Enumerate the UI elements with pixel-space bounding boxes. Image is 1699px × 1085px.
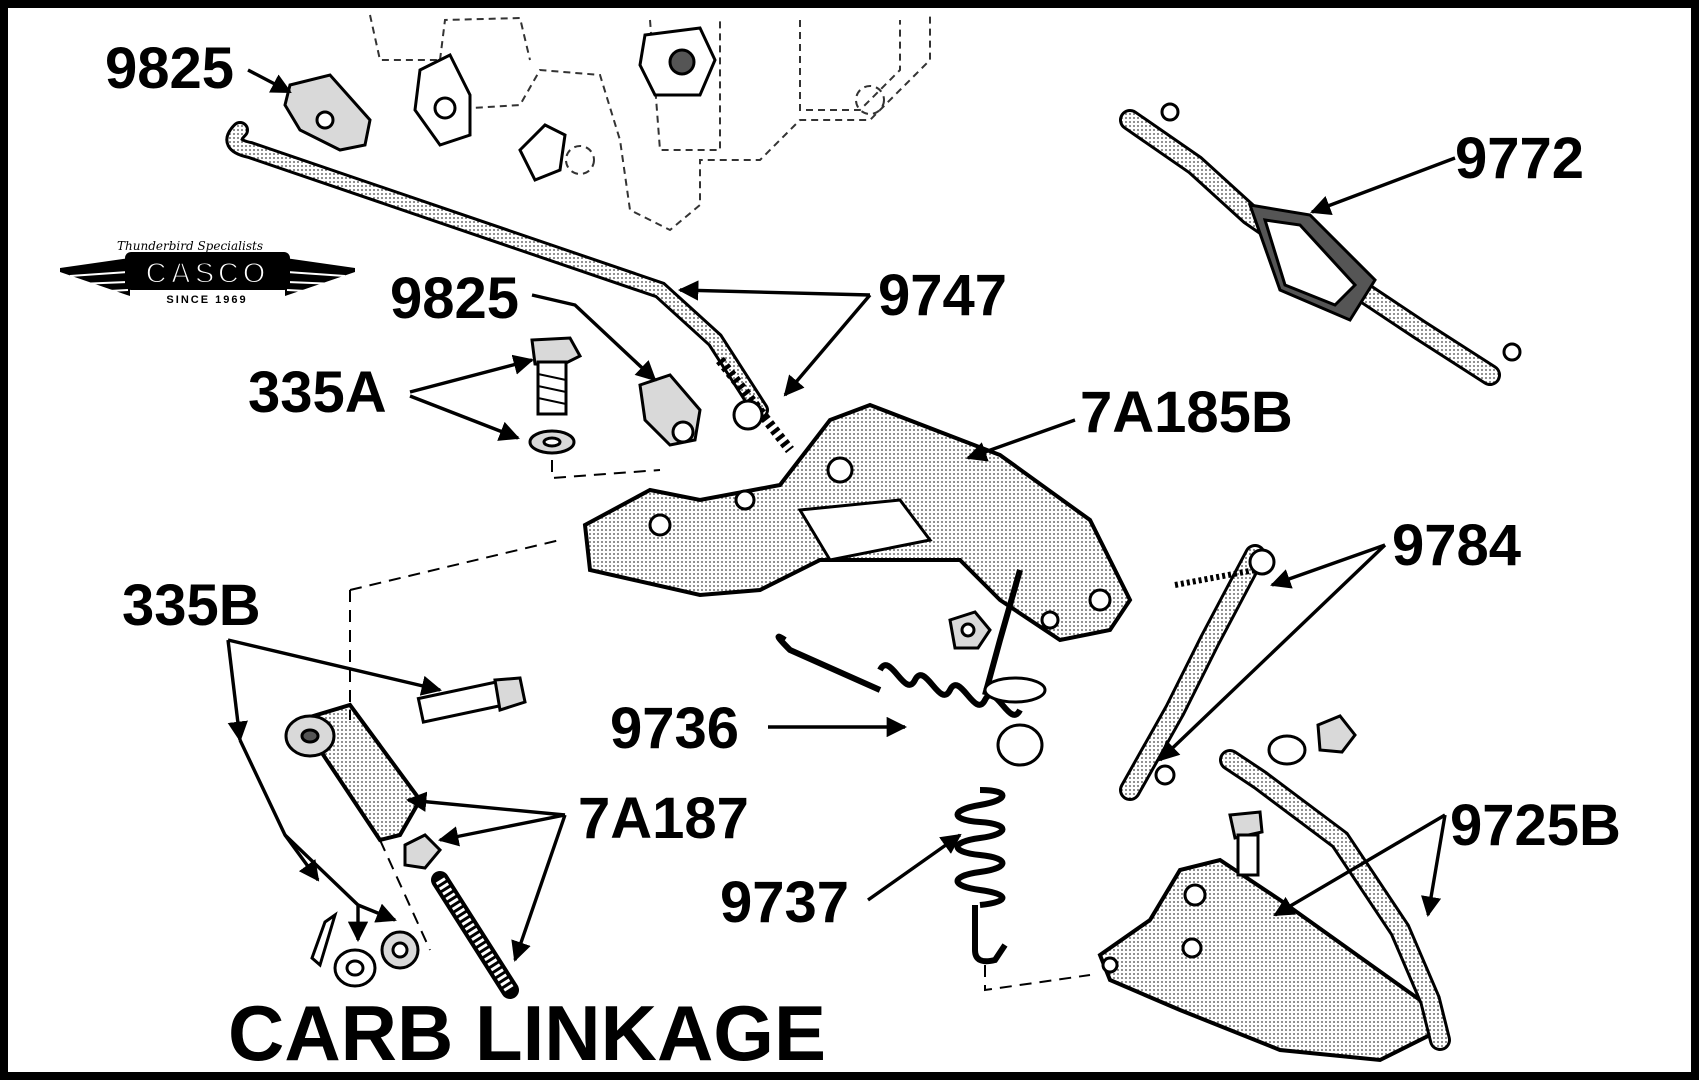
- leader-9725b-b: [1421, 814, 1447, 918]
- logo-wing-left: [60, 258, 130, 296]
- leader-9825-top: [247, 68, 292, 94]
- leader-9747-a: [677, 280, 871, 301]
- leader-335a-b: [409, 394, 520, 441]
- leader-lines: [226, 68, 1456, 962]
- leader-335b-a: [227, 638, 442, 696]
- part-labels: 9825 9772 9747 9825 335A 7A185B 9784 335…: [105, 36, 1621, 935]
- leader-9725b-a: [1273, 813, 1446, 917]
- label-335a: 335A: [248, 360, 387, 425]
- part-9825-top-clip: [283, 73, 372, 152]
- part-cotter-washers: [310, 539, 561, 988]
- label-9747: 9747: [878, 263, 1007, 328]
- part-335a-bolt: [528, 336, 661, 480]
- leader-9784-a: [1270, 543, 1386, 589]
- label-9772: 9772: [1455, 126, 1584, 191]
- leader-7a187-b: [437, 813, 566, 847]
- part-9825-mid-clip: [638, 373, 702, 447]
- carburetor-outline: [369, 14, 931, 232]
- logo-wing-right: [285, 258, 355, 296]
- part-9747-rod: [225, 121, 794, 454]
- leader-335b-e: [357, 903, 397, 923]
- label-9825-top: 9825: [105, 36, 234, 101]
- label-9825-mid: 9825: [390, 266, 519, 331]
- leader-9737: [867, 833, 962, 902]
- leader-9747-b: [783, 293, 872, 397]
- part-9736-spring: [775, 569, 1047, 767]
- logo-tagline: Thunderbird Specialists: [117, 239, 263, 253]
- leader-335a-a: [409, 354, 534, 394]
- part-7a185b-bracket: [582, 402, 1133, 643]
- label-7a187: 7A187: [578, 786, 749, 851]
- leader-7a185b: [966, 418, 1076, 462]
- label-9737: 9737: [720, 870, 849, 935]
- leader-9825-mid: [531, 293, 657, 382]
- label-7a185b: 7A185B: [1080, 380, 1293, 445]
- logo-plate: [125, 252, 290, 290]
- part-9784-rod: [1119, 544, 1276, 801]
- logo-name: CASCO: [145, 257, 268, 290]
- casco-logo: Thunderbird Specialists CASCO SINCE 1969: [60, 239, 355, 306]
- part-335b-bolt: [416, 676, 527, 724]
- leader-7a187-c: [511, 814, 567, 962]
- logo-since: SINCE 1969: [166, 294, 247, 306]
- label-335b: 335B: [122, 573, 261, 638]
- part-nut-center: [948, 610, 992, 650]
- label-9784: 9784: [1392, 513, 1521, 578]
- leader-9772: [1310, 156, 1456, 216]
- leader-335b-b: [226, 639, 248, 743]
- diagram-title: CARB LINKAGE: [228, 989, 826, 1077]
- part-7a187-socket: [284, 702, 519, 999]
- part-9725b-bracket: [1097, 714, 1451, 1063]
- leader-9784-b: [1158, 543, 1387, 762]
- label-9736: 9736: [610, 696, 739, 761]
- leader-7a187-a: [405, 791, 566, 817]
- part-9772-rod: [1119, 102, 1522, 386]
- label-9725b: 9725B: [1450, 793, 1621, 858]
